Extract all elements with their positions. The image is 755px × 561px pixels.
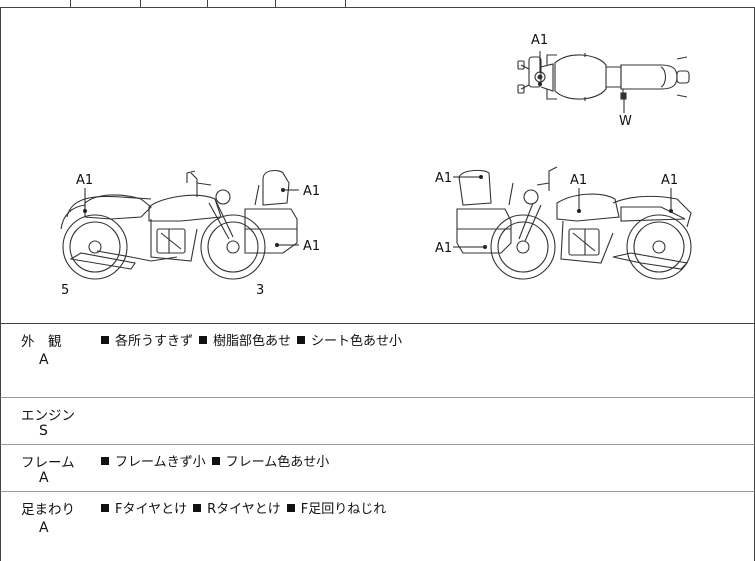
bullet-square-icon [193, 503, 202, 512]
row-notes: Fタイヤとけ Rタイヤとけ F足回りねじれ [101, 498, 386, 517]
label-right-rear: A1 [661, 173, 678, 188]
row-notes: 各所うすきず 樹脂部色あせ シート色あせ小 [101, 330, 402, 349]
bullet-square-icon [199, 335, 208, 344]
bullet-square-icon [101, 503, 109, 512]
note-text: F足回りねじれ [300, 502, 387, 517]
right-side-motorcycle [456, 166, 692, 280]
note-text: 各所うすきず [115, 334, 194, 349]
header-cell [140, 0, 141, 7]
label-left-number-3: 3 [256, 283, 264, 298]
label-left-case-top: A1 [303, 184, 320, 199]
header-cell [207, 0, 208, 7]
header-cell [70, 0, 71, 7]
note-text: フレーム色あせ小 [225, 455, 330, 470]
row-engine: エンジン S [0, 398, 755, 445]
header-strip [0, 0, 755, 8]
header-cell [275, 0, 276, 7]
note-item: Fタイヤとけ [101, 498, 187, 517]
row-frame: フレーム A フレームきず小 フレーム色あせ小 [0, 445, 755, 492]
row-suspension: 足まわり A Fタイヤとけ Rタイヤとけ F足回りねじれ [0, 492, 755, 561]
bullet-square-icon [101, 456, 109, 465]
bullet-square-icon [286, 503, 295, 512]
row-category: 足まわり [21, 502, 75, 518]
note-item: Rタイヤとけ [193, 498, 281, 517]
label-left-case-mid: A1 [303, 239, 320, 254]
bullet-square-icon [297, 335, 306, 344]
note-item: 各所うすきず [101, 330, 193, 349]
note-text: シート色あせ小 [311, 334, 403, 349]
note-item: フレーム色あせ小 [211, 451, 330, 470]
row-category: フレーム [21, 455, 75, 471]
note-item: 樹脂部色あせ [199, 330, 291, 349]
row-grade: S [39, 423, 48, 439]
label-top-view-w: W [619, 114, 632, 129]
row-exterior: 外 観 A 各所うすきず 樹脂部色あせ シート色あせ小 [0, 324, 755, 398]
motorcycle-diagram-svg: A1 W A1 A1 A1 5 3 A1 A1 A1 A1 [60, 33, 692, 298]
top-view-motorcycle [517, 53, 690, 101]
note-item: フレームきず小 [101, 451, 206, 470]
note-text: Rタイヤとけ [207, 502, 281, 517]
row-grade: A [39, 520, 49, 536]
label-left-number-5: 5 [61, 283, 69, 298]
note-item: F足回りねじれ [286, 498, 387, 517]
left-side-motorcycle [60, 169, 298, 280]
note-item: シート色あせ小 [297, 330, 402, 349]
label-right-case-mid: A1 [435, 241, 452, 256]
damage-diagram: A1 W A1 A1 A1 5 3 A1 A1 A1 A1 [0, 7, 755, 324]
note-text: Fタイヤとけ [115, 502, 188, 517]
row-grade: A [39, 352, 49, 368]
row-grade: A [39, 470, 49, 486]
bullet-square-icon [211, 456, 220, 465]
note-text: フレームきず小 [115, 455, 206, 470]
label-right-tank: A1 [570, 173, 587, 188]
row-category: 外 観 [21, 334, 62, 350]
label-top-view: A1 [531, 33, 548, 48]
row-notes: フレームきず小 フレーム色あせ小 [101, 451, 329, 470]
row-category: エンジン [21, 408, 75, 424]
label-right-case-top: A1 [435, 171, 452, 186]
header-cell [345, 0, 346, 7]
bullet-square-icon [101, 335, 109, 344]
label-left-rear: A1 [76, 173, 93, 188]
note-text: 樹脂部色あせ [213, 334, 292, 349]
